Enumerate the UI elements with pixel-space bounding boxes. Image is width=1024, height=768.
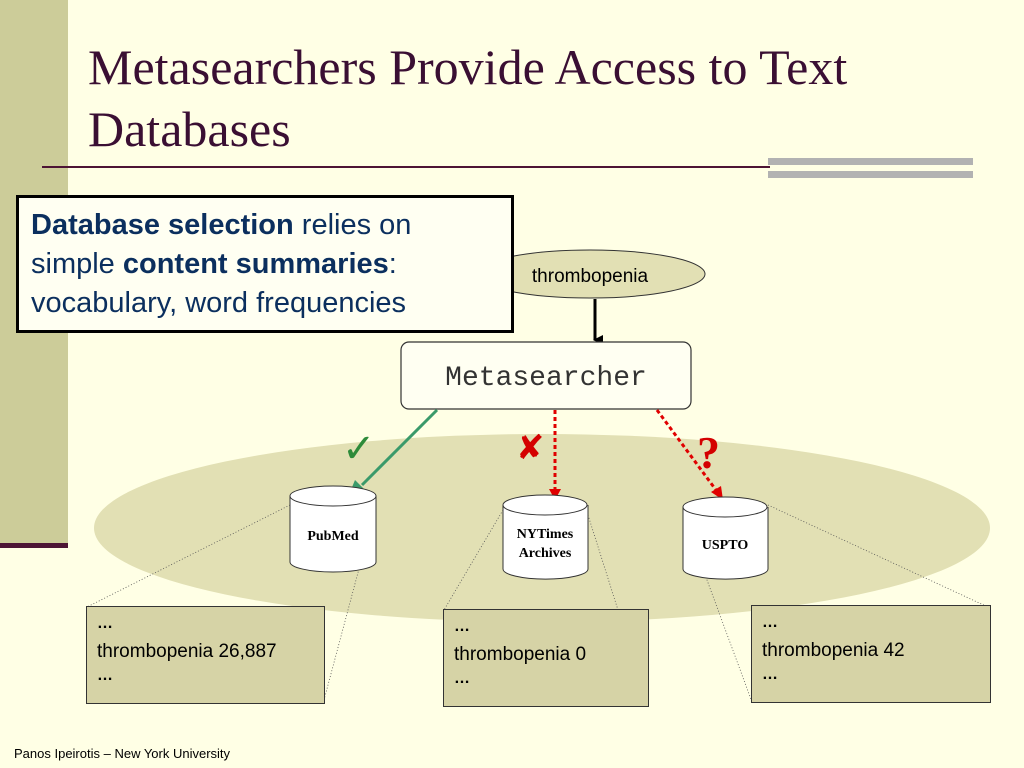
database-uspto: USPTO <box>682 496 769 580</box>
database-label: PubMed <box>307 529 359 544</box>
database-nytimes: NYTimes Archives <box>502 494 589 580</box>
callout-bold-content-summaries: content summaries <box>122 248 389 280</box>
question-mark-icon: ? <box>697 427 720 478</box>
summary-box-nytimes: … thrombopenia 0 … <box>443 609 649 707</box>
ellipsis-top: … <box>454 618 470 635</box>
summary-box-uspto: … thrombopenia 42 … <box>751 605 991 703</box>
callout-text-1: relies on simple <box>31 209 412 280</box>
database-pubmed: PubMed <box>289 485 377 573</box>
summary-entry: thrombopenia 42 <box>762 640 905 661</box>
database-label: NYTimes <box>517 527 574 542</box>
callout-box: Database selection relies on simple cont… <box>16 195 514 333</box>
ellipsis-bottom: … <box>762 666 778 683</box>
check-mark-icon: ✓ <box>342 426 376 472</box>
title-rule <box>42 166 770 168</box>
callout-text-2: : vocabulary, word frequencies <box>31 248 407 319</box>
callout-bold-database-selection: Database selection <box>31 209 294 241</box>
arrow-head-nytimes <box>549 489 561 500</box>
cross-mark-icon: ✘ <box>516 428 545 468</box>
ellipsis-top: … <box>97 615 113 632</box>
query-term: thrombopenia <box>532 266 649 287</box>
ellipsis-bottom: … <box>97 667 113 684</box>
ellipsis-bottom: … <box>454 670 470 687</box>
slide-title: Metasearchers Provide Access to Text Dat… <box>88 39 848 157</box>
arrow-to-uspto <box>655 409 718 491</box>
database-label: USPTO <box>702 538 749 553</box>
sidebar-accent-line <box>0 543 68 548</box>
summary-box-pubmed: … thrombopenia 26,887 … <box>86 606 325 704</box>
summary-entry: thrombopenia 26,887 <box>97 641 277 662</box>
footer-credit: Panos Ipeirotis – New York University <box>14 746 231 761</box>
database-label-line2: Archives <box>519 546 572 561</box>
metasearcher-box <box>400 341 692 410</box>
metasearcher-label: Metasearcher <box>445 363 647 394</box>
arrow-head-uspto <box>711 486 723 500</box>
arrow-to-pubmed <box>360 408 439 487</box>
summary-entry: thrombopenia 0 <box>454 644 587 665</box>
ellipsis-top: … <box>762 614 778 631</box>
title-decoration-bars <box>768 158 973 178</box>
